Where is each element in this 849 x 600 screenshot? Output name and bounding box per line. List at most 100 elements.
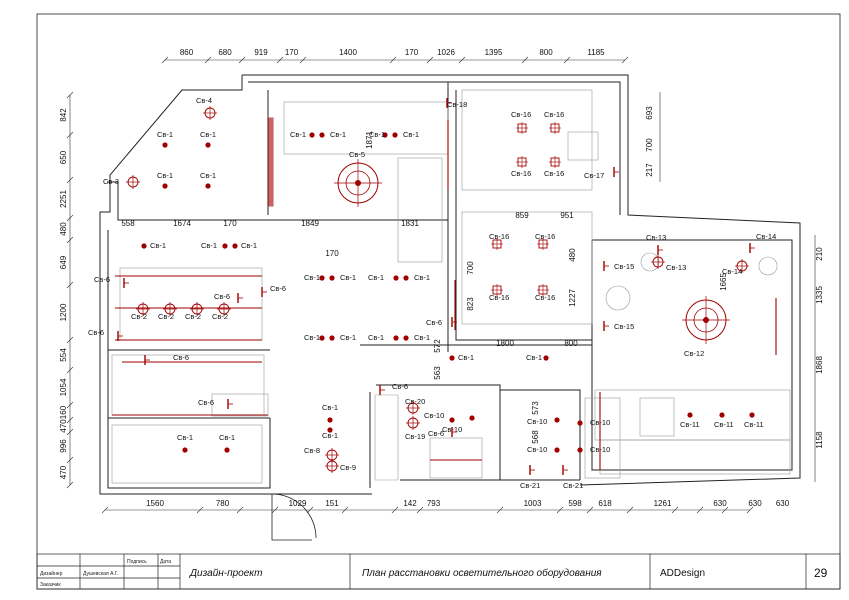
dimension-lines [66, 56, 816, 514]
fixture-св-1: Св-1 [319, 130, 346, 139]
dimension-label: 1395 [485, 48, 503, 57]
fixture-label: Св-1 [177, 433, 193, 442]
fixture-св-6: Св-6 [428, 427, 457, 438]
fixture-label: Св-6 [88, 328, 104, 337]
fixture-label: Св-1 [330, 130, 346, 139]
fixture-label: Св-1 [369, 130, 385, 139]
fixture-label: Св-13 [666, 263, 686, 272]
fixture-св-6: Св-6 [379, 382, 408, 395]
fixture-св-6: Св-6 [94, 275, 129, 288]
fixture-св-16: Св-16 [535, 232, 555, 250]
dimension-label: 1665 [719, 273, 728, 291]
dimension-label: 210 [815, 247, 824, 261]
dimension-label: 823 [466, 297, 475, 311]
fixture-label: Св-6 [173, 353, 189, 362]
dimension-label: 573 [531, 401, 540, 415]
dimension-label: 1200 [59, 303, 68, 321]
dimension-label: 170 [405, 48, 419, 57]
fixture-св-6: Св-6 [198, 398, 233, 409]
fixture-св-20: Св-20 [405, 397, 425, 415]
fixture-label: Св-3 [103, 177, 119, 186]
fixture-label: Св-10 [527, 445, 547, 454]
fixture-label: Св-16 [489, 293, 509, 302]
fixture-label: Св-13 [646, 233, 666, 242]
fixture-св-11: Св-11 [744, 412, 764, 429]
fixture-label: Св-16 [535, 293, 555, 302]
fixture-св-1: Св-1 [141, 241, 166, 250]
dimension-label: 142 [403, 499, 417, 508]
fixture-label: Св-16 [544, 110, 564, 119]
fixture-label: Св-18 [447, 100, 467, 109]
dimension-label: 1335 [815, 286, 824, 304]
fixture-св-10: Св-10 [577, 418, 610, 427]
fixture-св-1: Св-1 [368, 273, 399, 282]
title-block-designer-role: Дизайнер [40, 570, 63, 577]
fixture-label: Св-1 [157, 130, 173, 139]
fixture-label: Св-6 [94, 275, 110, 284]
dimension-label: 1871 [365, 131, 374, 149]
fixture-св-6: Св-6 [261, 284, 286, 297]
title-block-client-role: Заказчик [40, 582, 61, 588]
fixture-св-1: Св-1 [329, 333, 356, 342]
fixture-св-21: Св-21 [562, 465, 583, 490]
fixture-св-6: Св-6 [144, 353, 189, 365]
dimension-label: 1560 [146, 499, 164, 508]
dimension-label: 470 [59, 465, 68, 479]
fixture-св-6: Св-6 [214, 292, 243, 303]
page-number: 29 [814, 566, 828, 580]
dimension-label: 160 [59, 405, 68, 419]
dimension-label: 558 [121, 219, 135, 228]
title-block-designer-name: Душевская А.Г. [83, 571, 118, 577]
fixture-св-1: Св-1 [200, 130, 216, 148]
fixture-св-11: Св-11 [680, 412, 700, 429]
fixture-св-1: Св-1 [368, 333, 399, 342]
fixture-св-1: Св-1 [449, 353, 474, 362]
fixture-label: Св-1 [368, 333, 384, 342]
fixture-св-3: Св-3 [103, 175, 140, 189]
fixture-label: Св-1 [201, 241, 217, 250]
fixture-св-19: Св-19 [405, 416, 425, 441]
dimension-label: 470 [59, 419, 68, 433]
fixture-label: Св-10 [527, 417, 547, 426]
fixture-св-10: Св-10 [577, 445, 610, 454]
fixture-label: Св-1 [200, 171, 216, 180]
fixture-label: Св-2 [131, 312, 147, 321]
fixture-св-21: Св-21 [520, 465, 540, 490]
fixture-св-1: Св-1 [290, 130, 315, 139]
fixture-св-2: Св-2 [185, 302, 204, 321]
fixture-св-10: Св-10 [527, 445, 560, 454]
fixture-label: Св-5 [349, 150, 365, 159]
fixture-св-1: Св-1 [304, 333, 325, 342]
dimension-label: 1054 [59, 378, 68, 396]
fixture-label: Св-1 [340, 273, 356, 282]
dimension-label: 793 [427, 499, 441, 508]
dimension-label: 563 [433, 366, 442, 380]
fixture-св-1: Св-1 [322, 403, 338, 423]
fixture-label: Св-2 [212, 312, 228, 321]
fixture-label: Св-14 [756, 232, 776, 241]
fixture-label: Св-4 [196, 96, 212, 105]
fixture-label: Св-15 [614, 262, 634, 271]
dimension-label: 1868 [815, 356, 824, 374]
dimension-label: 951 [560, 211, 574, 220]
fixture-label: Св-2 [185, 312, 201, 321]
fixture-label: Св-8 [304, 446, 320, 455]
floor-plan-furniture [111, 89, 791, 484]
fixture-св-1: Св-1 [157, 130, 173, 148]
dimension-label: 1185 [587, 48, 605, 57]
fixture-св-1: Св-1 [369, 130, 388, 139]
fixture-label: Св-1 [322, 403, 338, 412]
dimension-label: 2251 [59, 190, 68, 208]
fixture-label: Св-6 [392, 382, 408, 391]
fixture-label: Св-16 [511, 169, 531, 178]
fixture-св-1: Св-1 [232, 241, 257, 250]
dimension-label: 1029 [289, 499, 307, 508]
dimension-label: 1400 [339, 48, 357, 57]
fixture-label: Св-14 [722, 267, 742, 276]
dimension-label: 680 [218, 48, 232, 57]
fixture-св-1: Св-1 [526, 353, 549, 362]
dimension-label: 1800 [496, 339, 514, 348]
fixture-label: Св-6 [426, 318, 442, 327]
